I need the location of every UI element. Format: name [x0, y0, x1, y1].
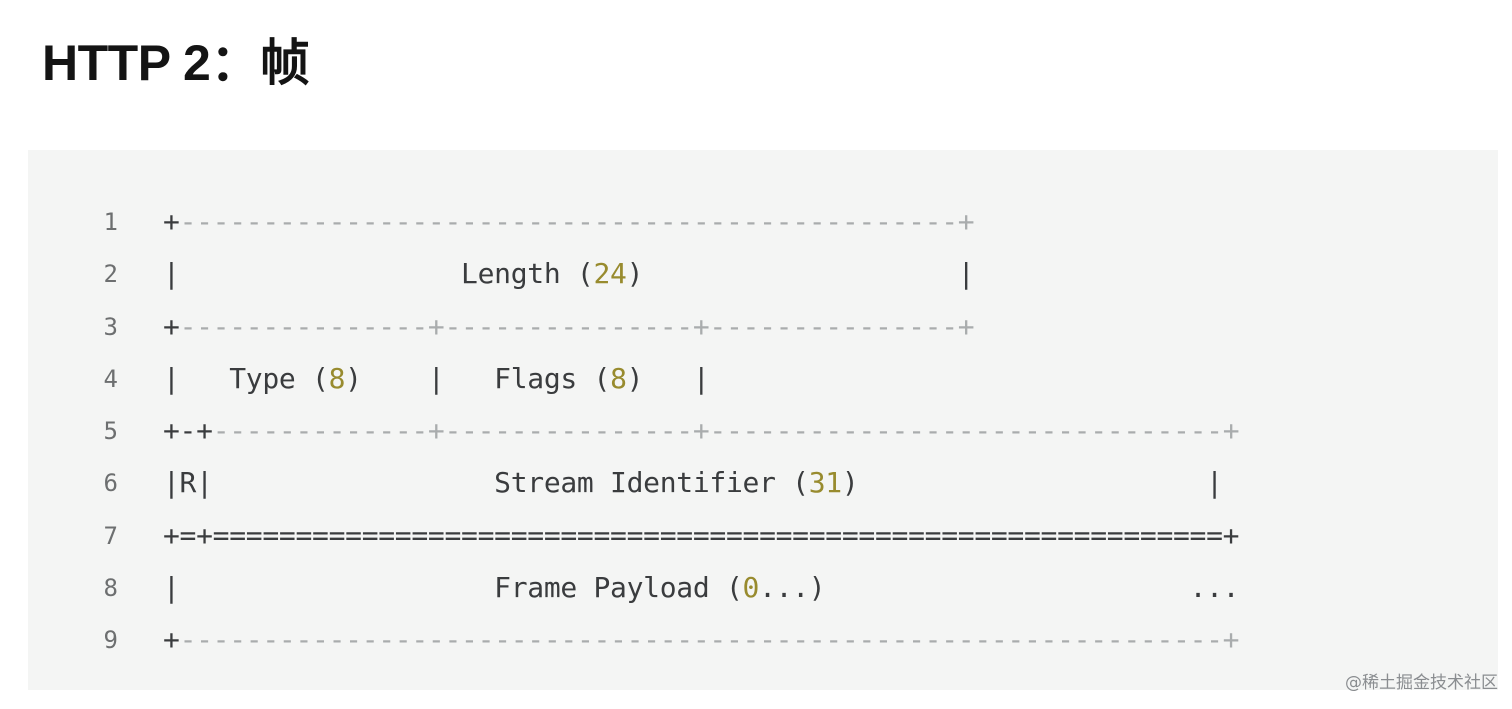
- code-segment: +-+: [163, 414, 213, 448]
- code-segment: +=+=====================================…: [163, 518, 1240, 552]
- line-number: 3: [103, 312, 118, 341]
- code-line: 6 |R| Stream Identifier (31) |: [28, 457, 1498, 509]
- line-number: 6: [103, 469, 118, 498]
- code-line: 3 +---------------+---------------+------…: [28, 301, 1498, 353]
- code-segment: -------------+---------------+----------…: [212, 414, 1240, 448]
- line-number: 5: [103, 417, 118, 446]
- code-segment: | Type (: [163, 361, 329, 395]
- watermark: @稀土掘金技术社区: [1345, 673, 1498, 693]
- line-number: 4: [103, 364, 118, 393]
- code-block: 1+--------------------------------------…: [28, 150, 1498, 690]
- code-segment: ) | Flags (: [345, 361, 611, 395]
- line-number: 1: [103, 208, 118, 236]
- code-segment: ---------------+---------------+--------…: [179, 309, 975, 343]
- code-segment: ) |: [626, 257, 975, 291]
- code-segment: ) |: [626, 361, 710, 395]
- code-number: 0: [742, 571, 760, 605]
- code-lines: 1+--------------------------------------…: [28, 196, 1498, 667]
- code-line: 4| Type (8) | Flags (8) |: [28, 353, 1498, 405]
- code-text: | Length (24) |: [163, 248, 975, 300]
- code-text: +---------------------------------------…: [163, 614, 1240, 666]
- code-text: +=+=====================================…: [163, 510, 1240, 562]
- code-text: +---------------------------------------…: [163, 196, 975, 248]
- code-segment: +: [163, 205, 180, 238]
- code-text: +-+-------------+---------------+-------…: [163, 405, 1240, 457]
- code-line: 7 +=+====================================…: [28, 510, 1498, 562]
- code-segment: ...) ...: [759, 571, 1240, 605]
- code-segment: |R| Stream Identifier (: [163, 466, 809, 500]
- code-text: |R| Stream Identifier (31) |: [163, 457, 1223, 509]
- code-line: 9 +--------------------------------------…: [28, 614, 1498, 666]
- code-line: 8 | Frame Payload (0...) ...: [28, 562, 1498, 614]
- code-text: +---------------+---------------+-------…: [163, 301, 975, 353]
- code-text: | Type (8) | Flags (8) |: [163, 353, 710, 405]
- line-number: 8: [103, 574, 118, 603]
- code-number: 8: [328, 361, 346, 395]
- code-segment: ----------------------------------------…: [179, 623, 1240, 657]
- line-number: 7: [103, 521, 118, 550]
- code-segment: | Length (: [163, 257, 594, 291]
- code-segment: +: [957, 205, 975, 238]
- code-text: | Frame Payload (0...) ...: [163, 562, 1240, 614]
- code-segment: ----------------------------------------…: [179, 205, 959, 238]
- code-segment: +: [163, 623, 180, 657]
- code-segment: | Frame Payload (: [163, 571, 743, 605]
- code-line: 1 +--------------------------------------…: [28, 196, 1498, 248]
- code-line: 2 | Length (24) |: [28, 248, 1498, 300]
- code-number: 24: [593, 257, 627, 291]
- page-title: HTTP 2：帧: [42, 35, 310, 91]
- code-number: 8: [610, 361, 627, 395]
- code-segment: ) |: [841, 466, 1223, 500]
- line-number: 9: [103, 626, 118, 655]
- code-number: 31: [808, 466, 842, 500]
- code-line: 5 +-+-------------+---------------+------…: [28, 405, 1498, 457]
- line-number: 2: [103, 260, 118, 289]
- code-segment: +: [163, 309, 180, 343]
